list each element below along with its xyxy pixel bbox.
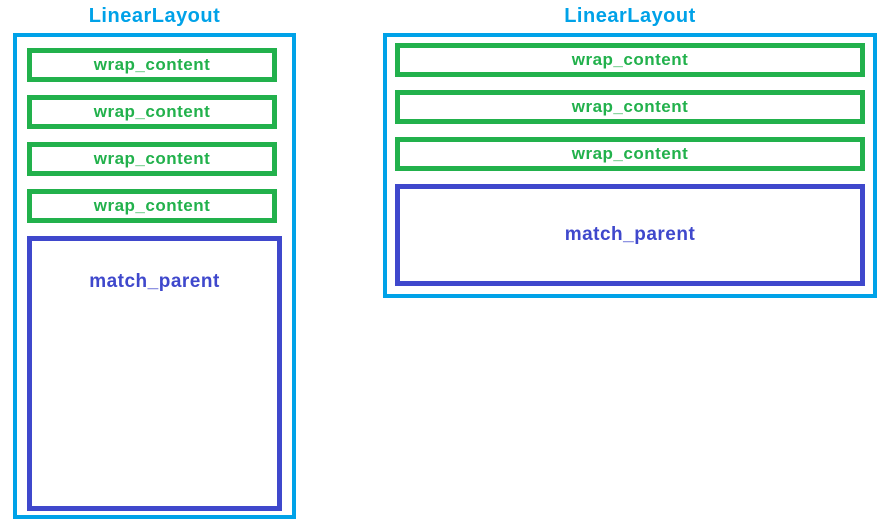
linearlayout-diagram-tall: LinearLayout wrap_content wrap_content w… (13, 4, 296, 519)
wrap-content-box: wrap_content (27, 95, 277, 129)
match-parent-label: match_parent (564, 224, 696, 245)
match-parent-box: match_parent (395, 184, 865, 286)
diagram-title: LinearLayout (88, 5, 221, 27)
wrap-content-box: wrap_content (27, 142, 277, 176)
wrap-content-label: wrap_content (571, 50, 689, 69)
wrap-content-label: wrap_content (93, 149, 211, 168)
wrap-content-label: wrap_content (571, 97, 689, 116)
wrap-content-box: wrap_content (27, 189, 277, 223)
wrap-content-label: wrap_content (93, 102, 211, 121)
wrap-content-box: wrap_content (395, 137, 865, 171)
linearlayout-diagram-wide: LinearLayout wrap_content wrap_content w… (383, 4, 877, 298)
wrap-content-label: wrap_content (571, 144, 689, 163)
linearlayout-container-box: wrap_content wrap_content wrap_content w… (13, 33, 296, 519)
match-parent-label: match_parent (89, 270, 220, 292)
wrap-content-label: wrap_content (93, 196, 211, 215)
wrap-content-box: wrap_content (395, 43, 865, 77)
diagram-title: LinearLayout (564, 5, 696, 27)
wrap-content-label: wrap_content (93, 55, 211, 74)
match-parent-box: match_parent (27, 236, 282, 511)
wrap-content-box: wrap_content (27, 48, 277, 82)
linearlayout-container-box: wrap_content wrap_content wrap_content m… (383, 33, 877, 298)
wrap-content-box: wrap_content (395, 90, 865, 124)
